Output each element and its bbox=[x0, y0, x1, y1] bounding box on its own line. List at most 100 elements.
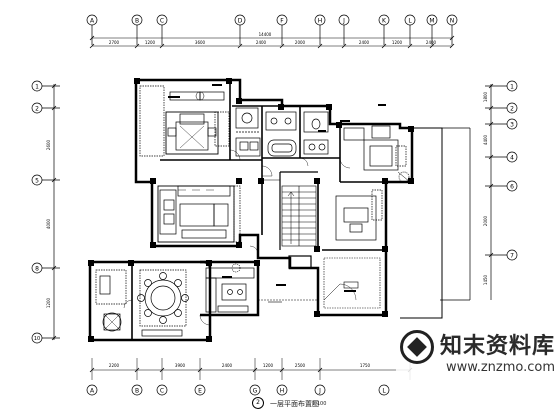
guest-bedroom bbox=[343, 125, 411, 183]
grid-axis-left-10: 10 bbox=[31, 332, 60, 344]
svg-text:6: 6 bbox=[510, 184, 514, 191]
dim-top-segment: 3600 bbox=[195, 40, 206, 45]
dim-right-segment: 2000 bbox=[483, 215, 488, 226]
svg-text:C: C bbox=[160, 388, 164, 395]
bottom-dimension-lines bbox=[89, 358, 413, 380]
svg-text:B: B bbox=[135, 388, 139, 395]
svg-text:A: A bbox=[90, 388, 95, 395]
bottom-grid-axes: A B C E G H J L bbox=[86, 384, 390, 396]
bottom-dimension-texts: 2200 3900 2400 1200 2500 1750 bbox=[109, 363, 371, 368]
dim-bottom-segment: 3900 bbox=[175, 363, 186, 368]
svg-text:N: N bbox=[450, 18, 455, 25]
svg-text:E: E bbox=[198, 388, 202, 395]
grid-axis-right-7: 7 bbox=[485, 249, 518, 261]
dim-top-segment: 2400 bbox=[256, 40, 267, 45]
grid-axis-bottom-E: E bbox=[194, 384, 206, 396]
grid-axis-top-M: M bbox=[426, 14, 438, 45]
grid-axis-top-D: D bbox=[234, 14, 246, 45]
left-grid-axes: 1 2 5 8 10 bbox=[31, 80, 60, 344]
svg-text:J: J bbox=[342, 18, 345, 25]
drawing-scale: 1:100 bbox=[312, 401, 327, 407]
svg-text:2: 2 bbox=[35, 106, 39, 113]
grid-axis-right-6: 6 bbox=[485, 180, 518, 192]
dim-left-segment: 1200 bbox=[46, 297, 51, 308]
grid-axis-top-L: L bbox=[404, 14, 416, 45]
grid-axis-left-1: 1 bbox=[31, 80, 60, 92]
dim-right-segment: 4400 bbox=[483, 134, 488, 145]
svg-text:7: 7 bbox=[510, 253, 514, 260]
svg-text:10: 10 bbox=[34, 336, 40, 342]
dim-top-overall: 14400 bbox=[259, 32, 272, 37]
grid-axis-right-1: 1 bbox=[485, 80, 518, 92]
dim-right-segment: 1450 bbox=[483, 274, 488, 285]
svg-text:1: 1 bbox=[510, 84, 514, 91]
svg-text:K: K bbox=[382, 18, 387, 25]
left-dimension-texts: 2600 4000 1200 bbox=[46, 139, 51, 308]
svg-text:C: C bbox=[160, 18, 164, 25]
grid-axis-bottom-B: B bbox=[131, 384, 143, 396]
top-grid-axes: A B C D F H J K L M N bbox=[86, 14, 458, 45]
svg-text:1: 1 bbox=[35, 84, 39, 91]
dim-top-segment: 2000 bbox=[295, 40, 306, 45]
kitchen bbox=[205, 263, 255, 313]
room-annotations bbox=[168, 84, 386, 292]
grid-axis-left-5: 5 bbox=[31, 174, 60, 186]
dining-room bbox=[137, 269, 189, 337]
dim-right-segment: 1800 bbox=[483, 91, 488, 102]
grid-axis-bottom-H: H bbox=[276, 384, 288, 396]
grid-axis-top-C: C bbox=[156, 14, 168, 45]
staircase bbox=[281, 185, 317, 247]
dim-top-segment: 1200 bbox=[145, 40, 156, 45]
door-swings bbox=[123, 149, 351, 326]
drawing-number-marker: 2 bbox=[252, 397, 264, 409]
grid-axis-top-F: F bbox=[276, 14, 288, 45]
bathrooms bbox=[235, 107, 329, 157]
grid-axis-left-8: 8 bbox=[31, 262, 60, 274]
grid-axis-bottom-G: G bbox=[249, 384, 261, 396]
dim-left-segment: 4000 bbox=[46, 218, 51, 229]
right-grid-axes: 1 2 3 4 6 7 bbox=[485, 80, 518, 300]
dim-top-segment: 2700 bbox=[109, 40, 120, 45]
svg-text:M: M bbox=[429, 18, 434, 25]
grid-axis-left-2: 2 bbox=[31, 102, 60, 114]
top-dimension-lines bbox=[89, 35, 455, 49]
brand-logo-icon bbox=[400, 330, 434, 364]
grid-axis-bottom-C: C bbox=[156, 384, 168, 396]
svg-text:L: L bbox=[408, 18, 412, 25]
dim-bottom-segment: 2500 bbox=[295, 363, 306, 368]
master-bedroom bbox=[139, 85, 230, 157]
grid-axis-right-3: 3 bbox=[485, 118, 518, 130]
svg-text:F: F bbox=[280, 18, 284, 25]
right-dimension-texts: 1800 4400 2000 1450 bbox=[483, 91, 488, 285]
structural-columns bbox=[88, 78, 414, 342]
svg-text:5: 5 bbox=[35, 178, 39, 185]
grid-axis-bottom-A: A bbox=[86, 384, 98, 396]
living-room bbox=[157, 185, 241, 243]
dim-top-segment: 2400 bbox=[426, 40, 437, 45]
grid-axis-top-K: K bbox=[378, 14, 390, 45]
grid-axis-right-4: 4 bbox=[485, 151, 518, 163]
top-dimension-texts: 14400 2700 1200 3600 2400 2000 2400 1200… bbox=[109, 32, 437, 45]
dim-bottom-segment: 1200 bbox=[263, 363, 274, 368]
watermark-url: www.znzmo.com bbox=[446, 360, 556, 375]
dim-top-segment: 2400 bbox=[359, 40, 370, 45]
watermark-brand: 知末资料库 bbox=[440, 334, 556, 359]
grid-axis-right-2: 2 bbox=[485, 102, 518, 114]
grid-axis-bottom-J: J bbox=[314, 384, 326, 396]
drawing-title: 一层平面布置图 bbox=[270, 400, 319, 408]
svg-text:8: 8 bbox=[35, 266, 39, 273]
grid-axis-bottom-L: L bbox=[378, 384, 390, 396]
svg-text:L: L bbox=[382, 388, 386, 395]
grid-axis-top-N: N bbox=[446, 14, 458, 45]
svg-text:2: 2 bbox=[510, 106, 514, 113]
grid-axis-top-H: H bbox=[314, 14, 326, 45]
dim-bottom-segment: 2400 bbox=[222, 363, 233, 368]
svg-text:3: 3 bbox=[510, 122, 514, 129]
grid-axis-top-B: B bbox=[131, 14, 143, 45]
svg-text:4: 4 bbox=[510, 155, 514, 162]
svg-text:H: H bbox=[318, 18, 323, 25]
svg-text:G: G bbox=[253, 388, 258, 395]
dim-top-segment: 1200 bbox=[392, 40, 403, 45]
svg-text:J: J bbox=[318, 388, 321, 395]
